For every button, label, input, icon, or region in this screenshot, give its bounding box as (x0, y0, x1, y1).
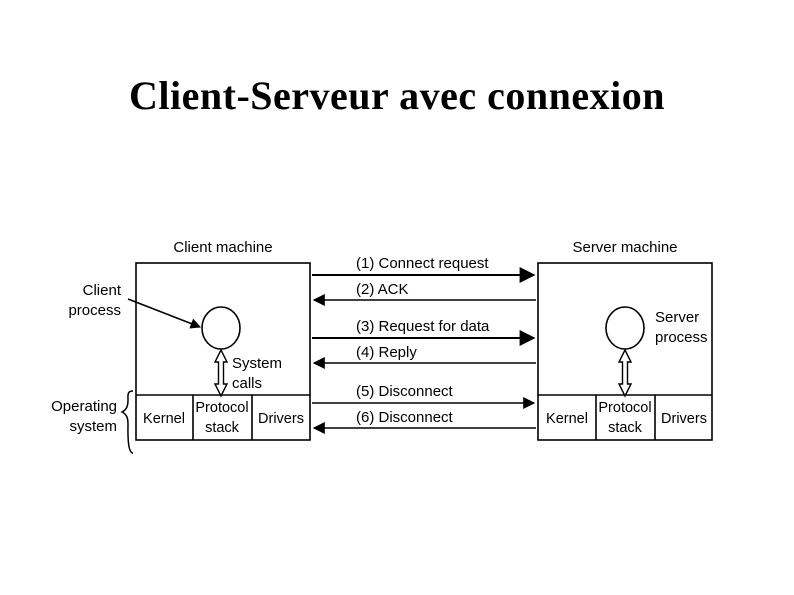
client-protocol-stack-label-line1: Protocol (195, 400, 248, 416)
client-system-calls-arrow (213, 348, 229, 398)
server-machine-label: Server machine (572, 239, 677, 256)
client-system-calls-label-line1: System (232, 355, 282, 372)
client-process-oval (201, 306, 241, 350)
server-protocol-stack-label-line2: stack (608, 420, 643, 436)
message-label-4: (4) Reply (356, 344, 417, 361)
client-protocol-stack-label-line2: stack (205, 420, 240, 436)
server-process-label-line1: Server (655, 309, 699, 326)
client-drivers-label: Drivers (258, 411, 304, 427)
message-label-2: (2) ACK (356, 281, 409, 298)
client-process-pointer-arrow (127, 298, 201, 329)
operating-system-label-line1: Operating (51, 398, 117, 415)
client-system-calls-label-line2: calls (232, 375, 262, 392)
message-label-6: (6) Disconnect (356, 409, 454, 426)
message-label-1: (1) Connect request (356, 255, 489, 272)
server-protocol-stack-label-line1: Protocol (598, 400, 651, 416)
client-process-label-line1: Client (83, 282, 122, 299)
client-machine-box (135, 262, 311, 441)
page-title: Client-Serveur avec connexion (129, 73, 665, 118)
client-kernel-label: Kernel (143, 411, 185, 427)
message-label-5: (5) Disconnect (356, 383, 454, 400)
operating-system-label-line2: system (69, 418, 117, 435)
server-drivers-label: Drivers (661, 411, 707, 427)
client-machine-label: Client machine (173, 239, 272, 256)
operating-system-brace (120, 390, 134, 454)
server-system-calls-arrow (617, 348, 633, 398)
server-kernel-label: Kernel (546, 411, 588, 427)
server-process-oval (605, 306, 645, 350)
server-process-label-line2: process (655, 329, 708, 346)
client-process-label-line2: process (68, 302, 121, 319)
message-label-3: (3) Request for data (356, 318, 490, 335)
